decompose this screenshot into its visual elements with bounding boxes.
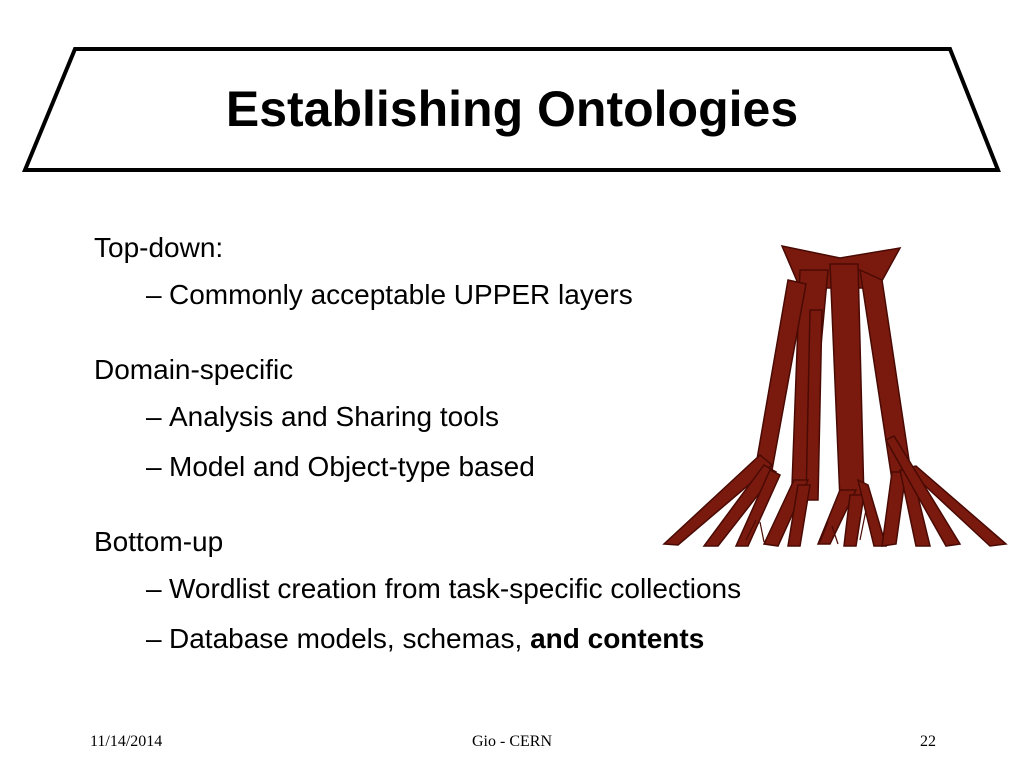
section-domain-specific: Domain-specific – Analysis and Sharing t… (94, 348, 894, 492)
tree-fine-root (745, 519, 757, 541)
tree-roots-illustration (662, 244, 1008, 547)
slide-content: Top-down: – Commonly acceptable UPPER la… (94, 226, 894, 664)
bullet-text: Model and Object-type based (169, 451, 535, 482)
bullet-item: – Wordlist creation from task-specific c… (146, 564, 894, 614)
bullet-item: – Database models, schemas, and contents (146, 614, 894, 664)
tree-root (843, 494, 865, 547)
bullet-text: Commonly acceptable UPPER layers (169, 279, 633, 310)
section-bottom-up: Bottom-up – Wordlist creation from task-… (94, 520, 894, 664)
title-trapezoid (22, 47, 1001, 172)
tree-root (884, 435, 962, 547)
bullet-text: Database models, schemas, (169, 623, 531, 654)
tree-trunk (805, 309, 823, 501)
tree-fine-roots (745, 509, 867, 545)
bullet-item: – Analysis and Sharing tools (146, 392, 894, 442)
section-heading: Domain-specific (94, 354, 294, 385)
tree-fine-root (759, 521, 765, 543)
tree-shape (662, 244, 1008, 547)
section-heading: Top-down: (94, 232, 224, 263)
bullet-bold-text: and contents (530, 623, 705, 654)
tree-fine-root (859, 509, 867, 541)
title-frame (22, 47, 1001, 172)
bullet-item: – Commonly acceptable UPPER layers (146, 270, 894, 320)
tree-trunk (859, 268, 913, 481)
footer-center-text: Gio - CERN (472, 733, 552, 750)
bullet-dash: – (146, 279, 162, 310)
bullet-dash: – (146, 623, 162, 654)
tree-root (816, 489, 858, 545)
footer-page-number: 22 (920, 733, 936, 750)
bullet-text: Wordlist creation from task-specific col… (169, 573, 742, 604)
bullet-dash: – (146, 451, 162, 482)
bullet-dash: – (146, 401, 162, 432)
tree-fine-root (819, 521, 829, 543)
tree-root (787, 484, 811, 547)
slide-title: Establishing Ontologies (225, 81, 799, 137)
section-top-down: Top-down: – Commonly acceptable UPPER la… (94, 226, 894, 320)
bullet-dash: – (146, 573, 162, 604)
bullet-item: – Model and Object-type based (146, 442, 894, 492)
tree-root (734, 468, 781, 547)
section-heading: Bottom-up (94, 526, 224, 557)
footer-date: 11/14/2014 (90, 733, 163, 750)
tree-root (662, 454, 774, 546)
tree-root (856, 478, 888, 547)
bullet-text: Analysis and Sharing tools (169, 401, 499, 432)
tree-fine-root (831, 525, 839, 545)
tree-trunk (829, 263, 865, 501)
tree-root (702, 464, 778, 547)
